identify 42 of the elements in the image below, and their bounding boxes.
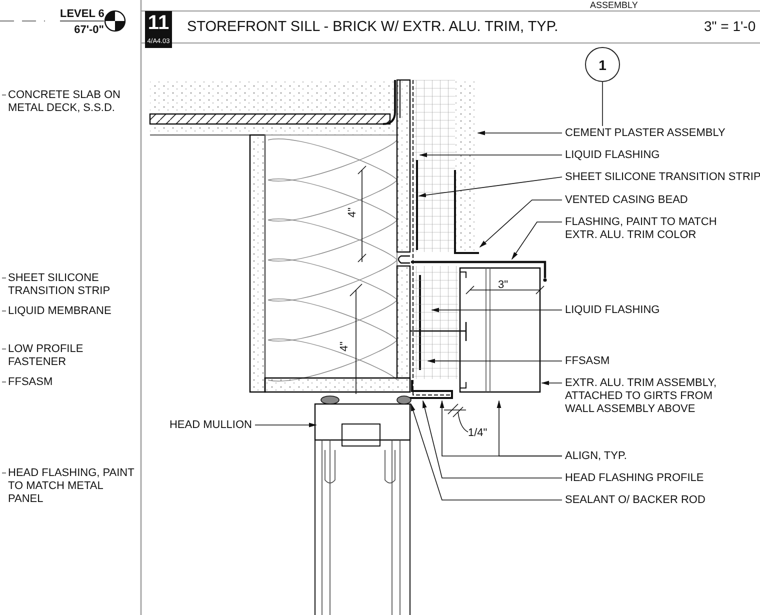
- dimension-text: 4": [338, 341, 352, 352]
- callout-text: HEAD FLASHING, PAINT TO MATCH METAL PANEL: [8, 467, 136, 506]
- detail-number: 11: [145, 11, 172, 36]
- leader-line: [477, 130, 562, 136]
- leader-line: [541, 380, 562, 386]
- callout-text: CONCRETE SLAB ON METAL DECK, S.S.D.: [8, 89, 122, 115]
- leader-line: [422, 400, 562, 478]
- callout-text: SHEET SILICONE TRANSITION STRIP: [8, 272, 112, 298]
- callout-text: CEMENT PLASTER ASSEMBLY: [565, 127, 726, 140]
- drawing-title: STOREFRONT SILL - BRICK W/ EXTR. ALU. TRIM, TYP.: [187, 19, 558, 35]
- callout-text: FLASHING, PAINT TO MATCH EXTR. ALU. TRIM COLOR: [565, 216, 725, 242]
- leader-line: [511, 222, 562, 260]
- callout-text: ALIGN, TYP.: [565, 450, 627, 463]
- leader-line: [419, 152, 562, 158]
- dimension-text: 4": [346, 207, 360, 218]
- assembly-note: ASSEMBLY: [590, 0, 638, 12]
- callout-text: SHEET SILICONE TRANSITION STRIP: [565, 171, 760, 184]
- callout-text: VENTED CASING BEAD: [565, 194, 688, 207]
- callout-text: HEAD FLASHING PROFILE: [565, 472, 704, 485]
- callout-text: LOW PROFILE FASTENER: [8, 343, 84, 369]
- callout-text: SEALANT O/ BACKER ROD: [565, 494, 706, 507]
- callout-text: LIQUID FLASHING: [565, 304, 660, 317]
- drawing-scale: 3" = 1'-0: [704, 20, 756, 33]
- callout-text: HEAD MULLION: [168, 419, 252, 432]
- level-elevation: 67'-0": [73, 24, 104, 37]
- level-name: LEVEL 6: [60, 8, 104, 21]
- leader-line: [427, 358, 562, 364]
- callout-text: LIQUID MEMBRANE: [8, 305, 112, 318]
- leader-line: [254, 422, 317, 428]
- leader-line: [431, 308, 562, 312]
- callout-text: LIQUID FLASHING: [565, 149, 660, 162]
- leader-line: [418, 176, 562, 198]
- callout-text: FFSASM: [565, 355, 610, 368]
- callout-text: FFSASM: [8, 376, 54, 389]
- leader-line: [479, 200, 562, 248]
- dimension-text: 1/4": [468, 427, 488, 440]
- leader-line: [602, 82, 603, 126]
- leader-line: [496, 400, 562, 456]
- leader-line: [410, 403, 562, 500]
- callout-text: EXTR. ALU. TRIM ASSEMBLY, ATTACHED TO GIRTS FROM WALL ASSEMBLY ABOVE: [565, 377, 733, 416]
- dimension-text: 3": [498, 279, 508, 292]
- detail-bubble: 1: [585, 47, 620, 82]
